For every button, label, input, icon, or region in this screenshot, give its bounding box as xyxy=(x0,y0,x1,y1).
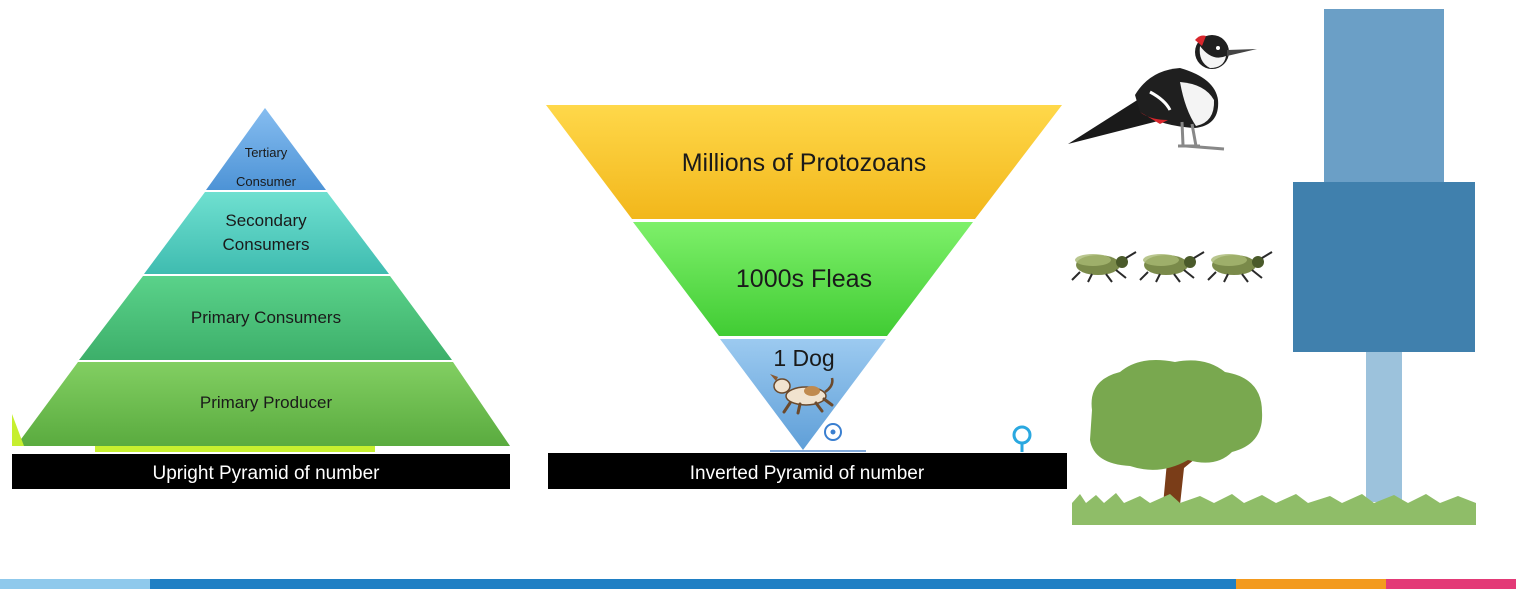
footer-bar-orange xyxy=(1236,579,1386,589)
base-sliver-bottom xyxy=(95,446,375,452)
tertiary-label-2: Consumer xyxy=(236,174,297,189)
inverted-pyramid: Millions of Protozoans 1000s Fleas 1 Dog… xyxy=(546,105,1067,489)
inverted-level-protozoans xyxy=(546,105,1062,219)
insect-icon xyxy=(1071,251,1137,283)
illustration xyxy=(1068,9,1476,525)
upright-level-primary-consumers xyxy=(79,276,452,360)
footer-bar-blue xyxy=(150,579,1236,589)
footer-bar-pink xyxy=(1386,579,1516,589)
secondary-label-1: Secondary xyxy=(225,211,307,230)
grass-icon xyxy=(1072,493,1476,525)
upright-level-secondary-consumers xyxy=(144,192,389,274)
protozoans-label: Millions of Protozoans xyxy=(682,149,927,177)
fleas-label: 1000s Fleas xyxy=(736,265,872,293)
location-pin-icon xyxy=(1012,425,1032,452)
primary-consumers-label: Primary Consumers xyxy=(191,308,341,327)
woodpecker-icon xyxy=(1068,35,1257,151)
upright-caption: Upright Pyramid of number xyxy=(152,463,380,484)
base-sliver-left xyxy=(12,414,24,446)
insect-icon xyxy=(1207,251,1273,283)
inverted-level-fleas xyxy=(633,222,973,336)
tree-icon xyxy=(1090,359,1263,505)
dog-icon xyxy=(770,374,834,415)
dog-label: 1 Dog xyxy=(773,345,834,371)
upright-level-tertiary-consumer xyxy=(206,108,326,190)
footer-color-bar xyxy=(0,579,1516,589)
upright-level-primary-producer xyxy=(16,362,510,446)
insect-icon xyxy=(1139,251,1205,283)
upright-pyramid: Tertiary Consumer Secondary Consumers Pr… xyxy=(12,108,510,489)
primary-producer-label: Primary Producer xyxy=(200,393,333,412)
upright-caption-bar xyxy=(12,454,510,489)
tertiary-label-1: Tertiary xyxy=(245,145,288,160)
pyramid-block-bottom xyxy=(1366,352,1402,502)
pyramid-block-top xyxy=(1324,9,1444,183)
inverted-caption: Inverted Pyramid of number xyxy=(690,463,925,484)
pyramid-block-middle xyxy=(1293,182,1475,352)
footer-bar-light xyxy=(0,579,150,589)
inverted-caption-bar xyxy=(548,453,1067,489)
secondary-label-2: Consumers xyxy=(223,235,310,254)
